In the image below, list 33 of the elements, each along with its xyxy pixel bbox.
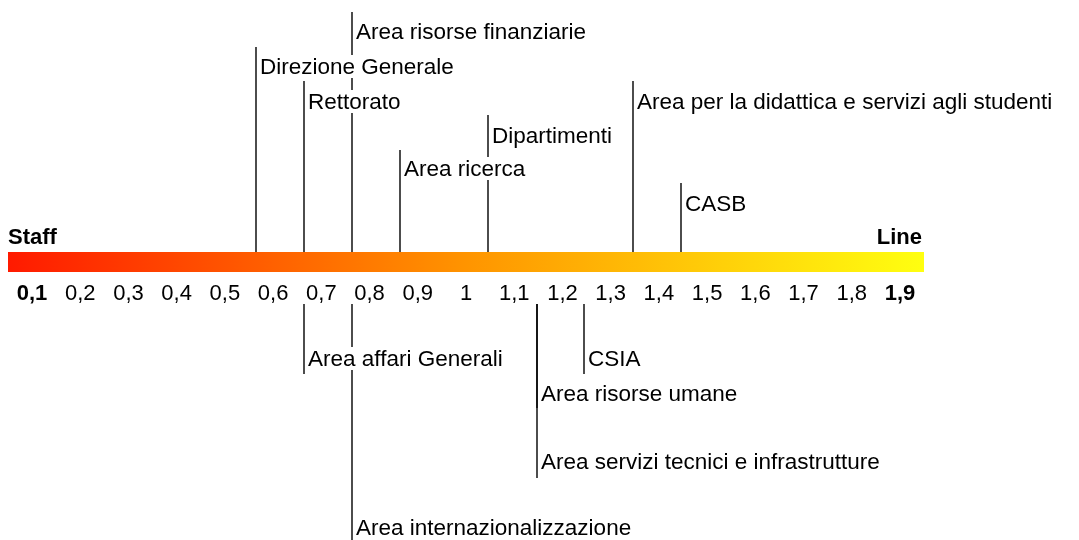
leader-line (255, 46, 257, 253)
scale-value: 1,1 (498, 281, 530, 304)
scale-value: 1,2 (547, 281, 578, 304)
leader-line (583, 303, 585, 375)
scale-value: 0,2 (64, 281, 96, 304)
scale-value: 0,1 (16, 281, 48, 304)
axis-end-label: Line (876, 225, 922, 248)
leader-line (303, 80, 305, 253)
scale-value: 1,6 (740, 281, 771, 304)
scale-value: 0,5 (209, 281, 241, 304)
scale-value: 0,6 (257, 281, 289, 304)
scale-value: 0,3 (113, 281, 144, 304)
scale-value: 0,7 (306, 281, 337, 304)
scale-value: 0,4 (161, 281, 192, 304)
scale-value: 0,9 (402, 281, 434, 304)
leader-line (536, 303, 538, 479)
unit-label: Area per la didattica e servizi agli studenti (634, 90, 1053, 113)
scale-value: 1,3 (595, 281, 626, 304)
scale-value: 0,8 (354, 281, 385, 304)
leader-line (351, 303, 353, 540)
leader-line (303, 303, 305, 375)
axis-end-label: Staff (8, 225, 57, 248)
scale-value: 1,7 (788, 281, 819, 304)
scale-value: 1 (459, 281, 473, 304)
scale-value: 1,9 (884, 281, 916, 304)
unit-label: Area affari Generali (305, 347, 503, 370)
scale-value: 1,8 (836, 281, 868, 304)
leader-line (632, 80, 634, 253)
unit-label: Area ricerca (401, 157, 526, 180)
leader-line (680, 182, 682, 253)
leader-line (399, 149, 401, 253)
scale-value: 1,5 (691, 281, 723, 304)
scale-value: 1,4 (643, 281, 675, 304)
